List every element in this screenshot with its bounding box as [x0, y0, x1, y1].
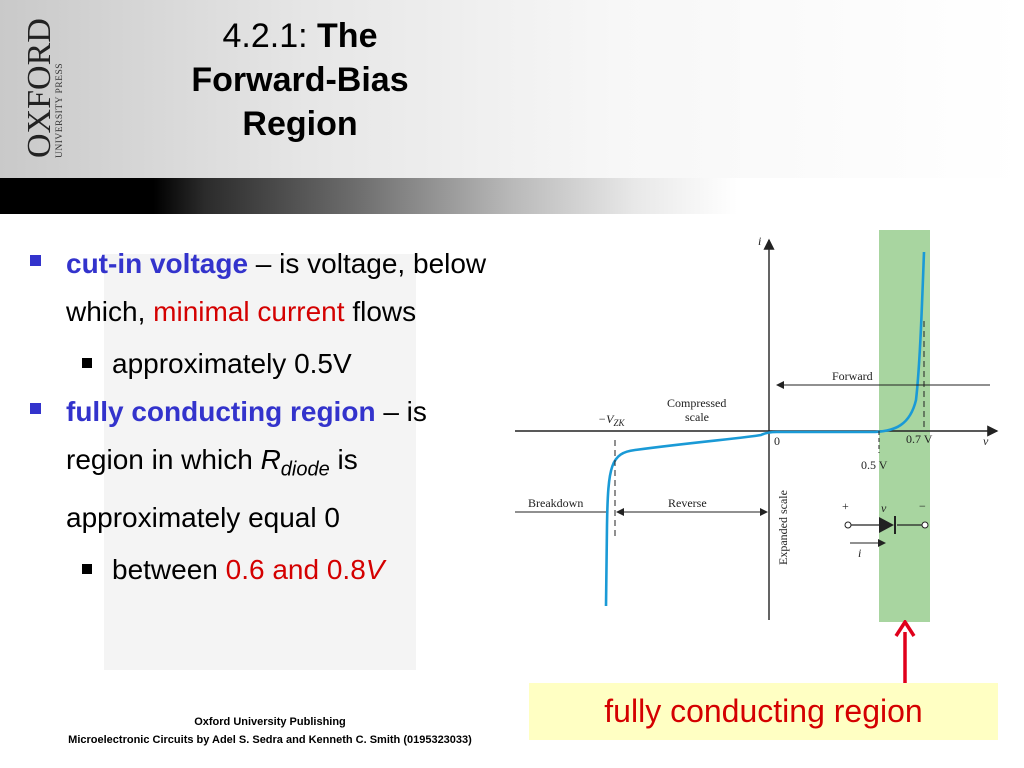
- bullet-marker: [30, 255, 41, 266]
- diode-iv-figure: i v −VZK Compressed scale 0 0.7 V 0.5 V …: [515, 230, 999, 622]
- bullet-fully-conducting: fully conducting region – is region in w…: [30, 388, 490, 542]
- diode-v-label: v: [881, 501, 887, 515]
- oxford-logo: OXFORD UNIVERSITY PRESS: [21, 18, 65, 158]
- logo-tagline: UNIVERSITY PRESS: [55, 63, 65, 158]
- title-word: The: [317, 17, 378, 55]
- slide-title: 4.2.1: The Forward-Bias Region: [150, 14, 450, 146]
- bullet-text: flows: [344, 296, 417, 327]
- reverse-label: Reverse: [668, 496, 707, 510]
- r-subscript: diode: [280, 458, 330, 481]
- v07-label: 0.7 V: [906, 432, 933, 446]
- compressed-scale-label-2: scale: [685, 410, 709, 424]
- footer-publisher: Oxford University Publishing: [194, 716, 346, 728]
- term-cut-in-voltage: cut-in voltage: [66, 248, 249, 279]
- sub-bullet-marker: [82, 358, 92, 368]
- sub-bullet-between: between 0.6 and 0.8V: [30, 546, 490, 594]
- highlight-unit: V: [365, 553, 385, 585]
- bullet-text: is approximately equal 0: [66, 444, 358, 533]
- forward-label: Forward: [832, 369, 873, 383]
- highlight-range: 0.6 and 0.8: [225, 553, 366, 585]
- axis-i-label: i: [758, 234, 761, 248]
- callout-box: fully conducting region: [529, 683, 998, 740]
- header-background: [0, 0, 1024, 178]
- expanded-scale-label: Expanded scale: [776, 490, 790, 565]
- footer: Oxford University Publishing Microelectr…: [20, 713, 520, 749]
- r-symbol: R: [260, 444, 281, 475]
- sub-bullet-text: between: [112, 553, 226, 585]
- footer-book: Microelectronic Circuits by Adel S. Sedr…: [68, 734, 472, 746]
- bullet-text: – is voltage, below which,: [66, 248, 487, 327]
- minus-label: −: [919, 499, 926, 513]
- title-line2: Forward-Bias: [191, 61, 409, 99]
- vzk-subscript: ZK: [613, 418, 625, 428]
- sub-bullet-text: approximately 0.5V: [112, 348, 352, 379]
- faded-book-cover: [104, 254, 416, 670]
- diode-i-label: i: [858, 546, 861, 560]
- bullet-cut-in: cut-in voltage – is voltage, below which…: [30, 240, 490, 336]
- bullet-text: – is region in which: [66, 396, 427, 475]
- plus-label: +: [842, 499, 849, 513]
- sub-bullet-approx: approximately 0.5V: [30, 340, 490, 388]
- iv-curve: [604, 251, 926, 607]
- breakdown-label: Breakdown: [528, 496, 583, 510]
- diode-symbol: + − v i: [842, 499, 929, 560]
- axis-v-label: v: [983, 434, 989, 448]
- bullet-marker: [30, 403, 41, 414]
- title-line3: Region: [242, 105, 358, 143]
- pointer-arrow: [894, 620, 916, 684]
- neg-vzk-label: −VZK: [598, 412, 625, 428]
- v05-label: 0.5 V: [861, 458, 888, 472]
- origin-label: 0: [774, 434, 780, 448]
- logo-brand: OXFORD: [21, 18, 58, 158]
- bullet-list: cut-in voltage – is voltage, below which…: [30, 240, 490, 594]
- compressed-scale-label: Compressed: [667, 396, 726, 410]
- title-number: 4.2.1:: [222, 17, 308, 55]
- header-band: [0, 178, 1024, 214]
- highlight-minimal-current: minimal current: [153, 296, 345, 327]
- sub-bullet-marker: [82, 563, 92, 574]
- term-fully-conducting: fully conducting region: [66, 396, 376, 427]
